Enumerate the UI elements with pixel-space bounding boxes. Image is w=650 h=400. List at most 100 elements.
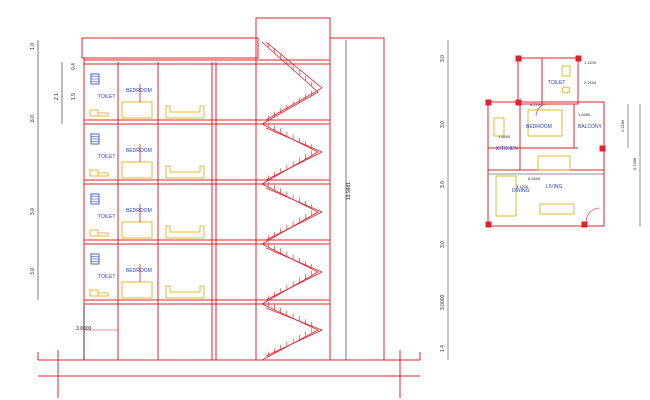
plan-dim-9: 5.7496	[632, 157, 637, 170]
floor-4: TOILET BEDROOM	[89, 73, 205, 119]
slab-3	[83, 179, 331, 185]
dim-label-5: 6.0	[30, 115, 36, 122]
stair-flight-1	[261, 41, 319, 125]
section-left-dimensions	[37, 40, 85, 360]
sofa	[165, 165, 205, 179]
plan-kitchen-counter	[493, 117, 505, 137]
label-bedroom: BEDROOM	[126, 208, 152, 214]
label-toilet: TOILET	[98, 214, 115, 220]
plan-column-6	[581, 221, 588, 228]
plan-furniture	[493, 65, 575, 217]
plan-wc	[561, 65, 571, 77]
stair-flight-2	[261, 123, 319, 185]
floor-slabs	[83, 59, 331, 305]
plan-bed	[527, 109, 563, 137]
plan-left-dim-6: 1.4	[440, 345, 446, 352]
plan-dim-1: 2.2104	[584, 80, 597, 85]
stair-treads	[267, 42, 313, 357]
stair-handrail-2	[265, 127, 323, 181]
stair-handrail-4	[265, 247, 323, 301]
plan-column-4	[515, 55, 522, 62]
label-toilet: TOILET	[98, 154, 115, 160]
plan-sofa	[537, 155, 571, 171]
stair-flight-4	[261, 243, 319, 305]
bed	[121, 161, 153, 179]
plan-column-7	[599, 145, 606, 152]
plan-dim-7: 6.5400	[528, 176, 541, 181]
height-dim-label: 19.9481	[346, 182, 352, 200]
stair-handrail-1	[265, 41, 323, 121]
plan-dim-4: 4.2700	[530, 102, 543, 107]
dim-label-6: 3.0	[30, 208, 36, 215]
label-toilet: TOILET	[98, 94, 115, 100]
staircase	[261, 41, 324, 361]
dim-label-3: 2.1	[54, 93, 60, 100]
plan-dim-2: 1.1100	[584, 60, 597, 65]
stair-handrail-3	[265, 187, 323, 241]
dim-label-7: 3.0	[30, 268, 36, 275]
plan-label-kitchen: KITCHEN	[496, 146, 518, 152]
slab-4	[83, 119, 331, 125]
stair-flight-5	[261, 303, 319, 361]
roof-parapet	[81, 37, 259, 59]
bed	[121, 101, 153, 119]
wc-fixture	[89, 169, 109, 177]
plan-dim-6: 3.1200	[516, 184, 529, 189]
plan-room-labels: TOILET BEDROOM BALCONY KITCHEN DINING LI…	[496, 80, 603, 194]
plan-dim-3: 1.6400	[578, 112, 591, 117]
plan-outer-wall	[487, 101, 605, 227]
slab-1	[83, 299, 331, 305]
plan-left-dim-4: 3.0	[440, 241, 446, 248]
wc-fixture	[89, 289, 109, 297]
plan-basin	[561, 86, 571, 94]
plan-column-2	[515, 99, 522, 106]
plan-column-1	[485, 99, 492, 106]
plan-dimension-labels: 2.2104 1.1100 1.6400 4.2700 1.6400 3.120…	[498, 60, 637, 189]
label-bedroom: BEDROOM	[126, 148, 152, 154]
plan-door-swing-1	[585, 207, 601, 223]
floor-contents: TOILETBEDROOMTOILETBEDROOMTOILETBEDROOMT…	[84, 73, 205, 331]
plan-label-bedroom: BEDROOM	[526, 124, 552, 130]
building-section	[37, 17, 421, 398]
plan-door-swing-2	[535, 103, 549, 117]
plan-left-dim-1: 3.0	[440, 55, 446, 62]
plan-left-dim-labels: 3.0 3.0 3.0 3.0 3.0000 1.4	[440, 55, 446, 352]
dim-label-8: 3.0000	[76, 326, 92, 332]
plan-label-balcony: BALCONY	[578, 124, 603, 130]
stair-flight-3	[261, 183, 319, 245]
wc-fixture	[89, 229, 109, 237]
plan-left-dim-5: 3.0000	[440, 294, 446, 310]
sofa	[165, 285, 205, 299]
plan-dim-5: 1.6400	[498, 134, 511, 139]
wc-fixture	[89, 109, 109, 117]
plan-dining-table	[495, 175, 517, 217]
floor-3: TOILET BEDROOM	[89, 133, 205, 179]
dim-label-4: 1.9	[71, 93, 77, 100]
plan-label-living: LIVING	[546, 184, 563, 190]
sofa	[165, 225, 205, 239]
label-bedroom: BEDROOM	[126, 88, 152, 94]
plan-dim-8: 2.2596	[620, 119, 625, 132]
label-toilet: TOILET	[98, 274, 115, 280]
plan-label-toilet: TOILET	[548, 80, 565, 86]
plan-tv-unit	[539, 203, 575, 215]
sofa	[165, 105, 205, 119]
floor-2: TOILET BEDROOM	[89, 193, 205, 239]
stair-handrail-5	[265, 307, 324, 357]
slab-2	[83, 239, 331, 245]
plan-left-dim-2: 3.0	[440, 121, 446, 128]
bed	[121, 221, 153, 239]
plan-dimension-lines	[447, 40, 641, 360]
section-left-dim-labels: 1.0 0.4 2.1 1.9 6.0 3.0 3.0 3.0000	[30, 43, 92, 332]
plan-column-5	[485, 221, 492, 228]
slab-roof	[83, 59, 331, 65]
plan-column-3	[575, 55, 582, 62]
dim-label-1: 1.0	[30, 43, 36, 50]
dim-label-2: 0.4	[71, 63, 77, 70]
bed	[121, 281, 153, 299]
plan-left-dim-3: 3.0	[440, 181, 446, 188]
label-bedroom: BEDROOM	[126, 268, 152, 274]
floor-1: TOILET BEDROOM	[89, 253, 205, 299]
tower-cap	[329, 37, 385, 361]
